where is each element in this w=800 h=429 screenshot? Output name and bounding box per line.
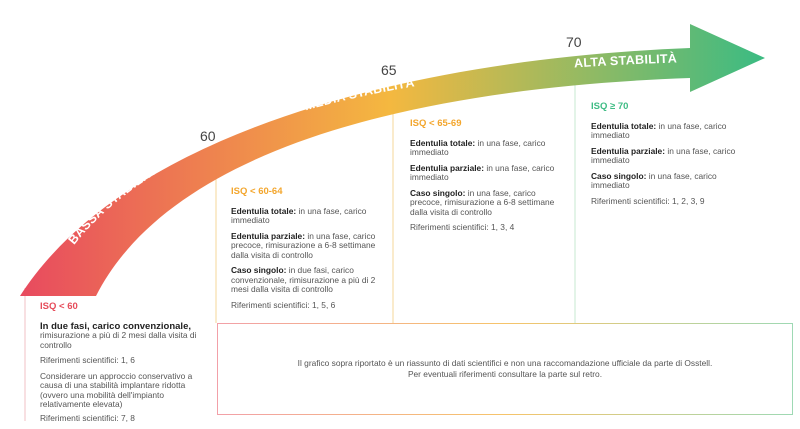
- panel-item: Edentulia totale: in una fase, carico im…: [410, 137, 546, 157]
- panel-item: Edentulia parziale: in una fase, carico …: [591, 145, 736, 165]
- tick-65: 65: [381, 62, 397, 78]
- panel-item: Edentulia parziale: in una fase, carico …: [231, 230, 376, 260]
- panel-heading: ISQ ≥ 70: [591, 101, 629, 112]
- panel-heading: ISQ < 60: [40, 301, 78, 312]
- panel-line-text: Considerare un approccio conservativo a …: [40, 370, 193, 409]
- disclaimer-text: Il grafico sopra riportato è un riassunt…: [218, 358, 792, 380]
- panel-heading: ISQ < 65-69: [410, 118, 462, 129]
- panel-item: Caso singolo: in due fasi, carico conven…: [231, 265, 376, 294]
- panel-item: Edentulia totale: in una fase, carico im…: [591, 120, 727, 140]
- panel-item: Edentulia parziale: in una fase, carico …: [410, 162, 555, 182]
- panel-isq-70-plus: ISQ ≥ 70 Edentulia totale: in una fase, …: [591, 102, 741, 212]
- panel-line-bold: In due fasi, carico convenzionale,: [40, 320, 191, 332]
- panel-isq-65-69: ISQ < 65-69 Edentulia totale: in una fas…: [410, 119, 560, 239]
- tick-60: 60: [200, 128, 216, 144]
- panel-references: Riferimenti scientifici: 7, 8: [40, 412, 135, 423]
- panel-references: Riferimenti scientifici: 1, 6: [40, 355, 135, 365]
- stability-arrow: [20, 24, 765, 296]
- disclaimer-box: Il grafico sopra riportato è un riassunt…: [217, 323, 793, 415]
- panel-line-text: rimisurazione a più di 2 mesi dalla visi…: [40, 330, 197, 350]
- disclaimer-line-1: Il grafico sopra riportato è un riassunt…: [297, 358, 713, 368]
- panel-references: Riferimenti scientifici: 1, 2, 3, 9: [591, 195, 705, 206]
- tick-70: 70: [566, 34, 582, 50]
- band-label-high: ALTA STABILITÀ: [574, 51, 678, 71]
- panel-item: Caso singolo: in una fase, carico immedi…: [591, 170, 717, 190]
- panel-isq-below-60: ISQ < 60 In due fasi, carico convenziona…: [40, 302, 210, 429]
- panel-item: Edentulia totale: in una fase, carico im…: [231, 205, 367, 225]
- panel-heading: ISQ < 60-64: [231, 186, 283, 197]
- disclaimer-line-2: Per eventuali riferimenti consultare la …: [407, 369, 603, 379]
- panel-item: Caso singolo: in una fase, carico precoc…: [410, 187, 555, 217]
- panel-isq-60-64: ISQ < 60-64 Edentulia totale: in una fas…: [231, 187, 381, 316]
- panel-references: Riferimenti scientifici: 1, 5, 6: [231, 299, 336, 310]
- panel-references: Riferimenti scientifici: 1, 3, 4: [410, 222, 515, 232]
